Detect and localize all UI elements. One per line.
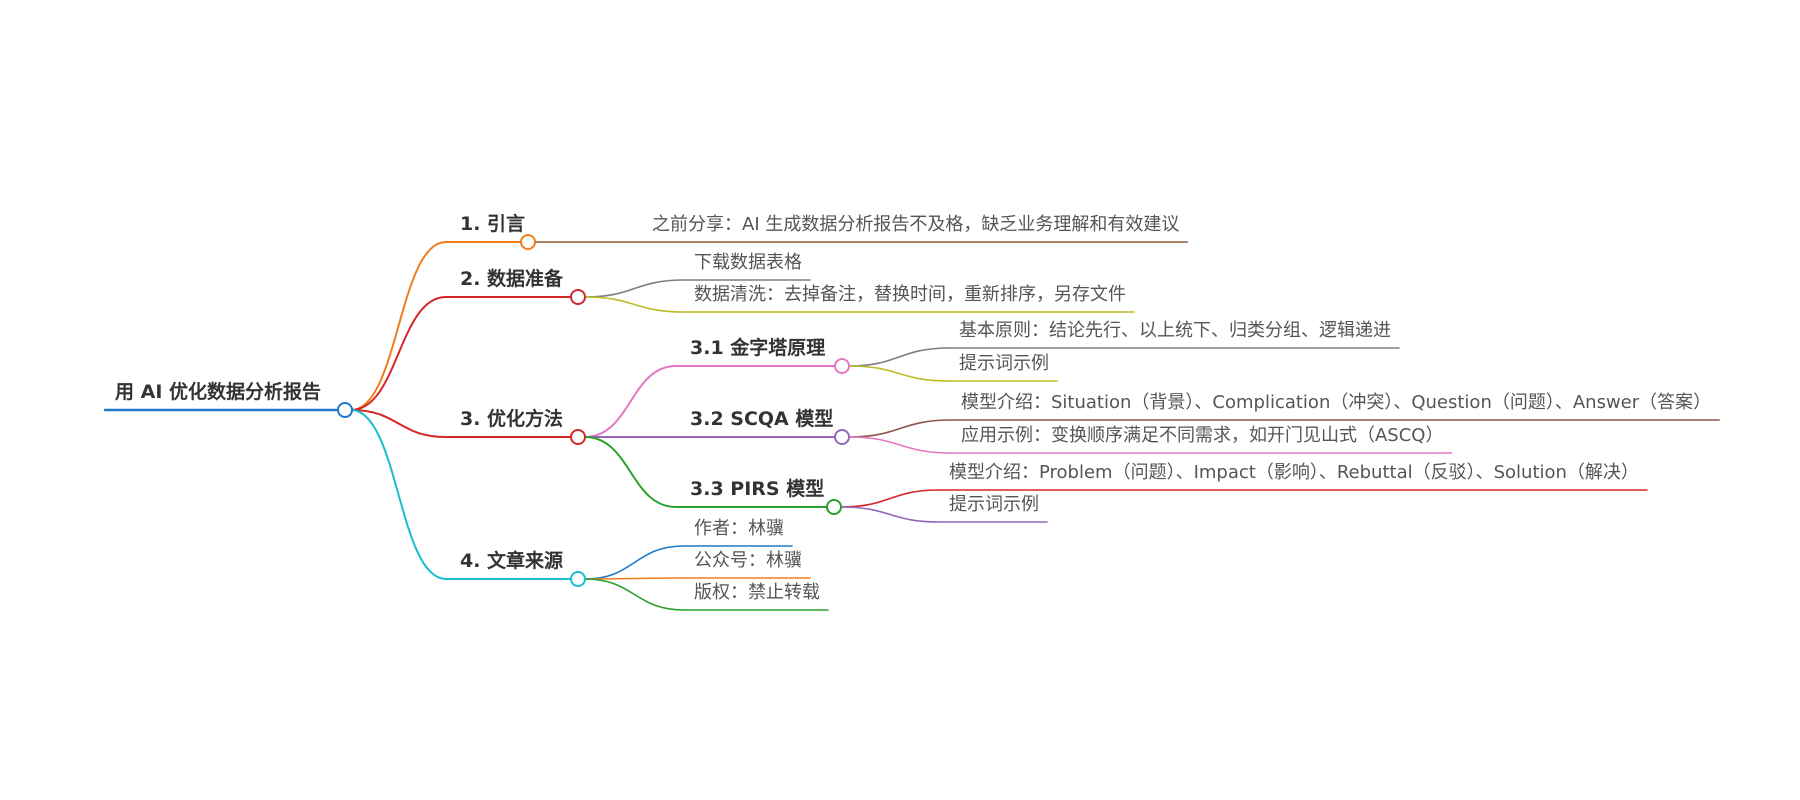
leaf-data-cleaning[interactable]: 数据清洗：去掉备注，替换时间，重新排序，另存文件 bbox=[694, 284, 1126, 305]
leaf-official-account[interactable]: 公众号：林骥 bbox=[694, 550, 802, 571]
b4-2-connector bbox=[584, 578, 685, 611]
subbranch-scqa-model[interactable]: 3.2 SCQA 模型 bbox=[690, 408, 834, 430]
leaf-author[interactable]: 作者：林骥 bbox=[694, 518, 784, 539]
branch-article-source[interactable]: 4. 文章来源 bbox=[460, 550, 564, 572]
b1-node[interactable] bbox=[520, 234, 536, 250]
b4-connector bbox=[350, 409, 447, 580]
b2-0-connector bbox=[584, 279, 685, 298]
b31-1-connector bbox=[848, 365, 950, 382]
b33-node[interactable] bbox=[826, 499, 842, 515]
leaf-pyramid-basic-principles[interactable]: 基本原则：结论先行、以上统下、归类分组、逻辑递进 bbox=[959, 320, 1391, 341]
b32-0-connector bbox=[848, 419, 952, 438]
b33-connector bbox=[584, 436, 677, 508]
subbranch-pirs-model[interactable]: 3.3 PIRS 模型 bbox=[690, 478, 825, 500]
b31-0-connector bbox=[848, 347, 950, 367]
leaf-pirs-introduction[interactable]: 模型介绍：Problem（问题）、Impact（影响）、Rebuttal（反驳）… bbox=[949, 462, 1639, 483]
branch-optimization-methods[interactable]: 3. 优化方法 bbox=[460, 408, 564, 430]
b3-node[interactable] bbox=[570, 429, 586, 445]
b2-node[interactable] bbox=[570, 289, 586, 305]
root-node[interactable] bbox=[337, 402, 353, 418]
b3-connector bbox=[350, 409, 447, 438]
b32-node[interactable] bbox=[834, 429, 850, 445]
b4-node[interactable] bbox=[570, 571, 586, 587]
leaf-pirs-prompt-example[interactable]: 提示词示例 bbox=[949, 494, 1039, 515]
subbranch-pyramid-principle[interactable]: 3.1 金字塔原理 bbox=[690, 337, 826, 359]
b31-node[interactable] bbox=[834, 358, 850, 374]
leaf-download-table[interactable]: 下载数据表格 bbox=[694, 252, 802, 273]
b2-connector bbox=[350, 296, 447, 411]
leaf-scqa-application[interactable]: 应用示例：变换顺序满足不同需求，如开门见山式（ASCQ） bbox=[961, 425, 1444, 446]
b31-connector bbox=[584, 365, 677, 438]
leaf-previous-share[interactable]: 之前分享：AI 生成数据分析报告不及格，缺乏业务理解和有效建议 bbox=[652, 214, 1180, 235]
leaf-scqa-introduction[interactable]: 模型介绍：Situation（背景）、Complication（冲突）、Ques… bbox=[961, 392, 1712, 413]
branch-introduction[interactable]: 1. 引言 bbox=[460, 213, 526, 235]
leaf-copyright[interactable]: 版权：禁止转载 bbox=[694, 582, 820, 603]
leaf-pyramid-prompt-example[interactable]: 提示词示例 bbox=[959, 353, 1049, 374]
b4-1-connector bbox=[584, 577, 685, 580]
b33-1-connector bbox=[840, 506, 940, 523]
b2-1-connector bbox=[584, 296, 685, 313]
branch-data-preparation[interactable]: 2. 数据准备 bbox=[460, 268, 564, 290]
root-topic[interactable]: 用 AI 优化数据分析报告 bbox=[115, 381, 322, 403]
b1-connector bbox=[350, 241, 447, 411]
b32-1-connector bbox=[848, 436, 952, 454]
b33-0-connector bbox=[840, 489, 940, 508]
b4-0-connector bbox=[584, 545, 685, 580]
